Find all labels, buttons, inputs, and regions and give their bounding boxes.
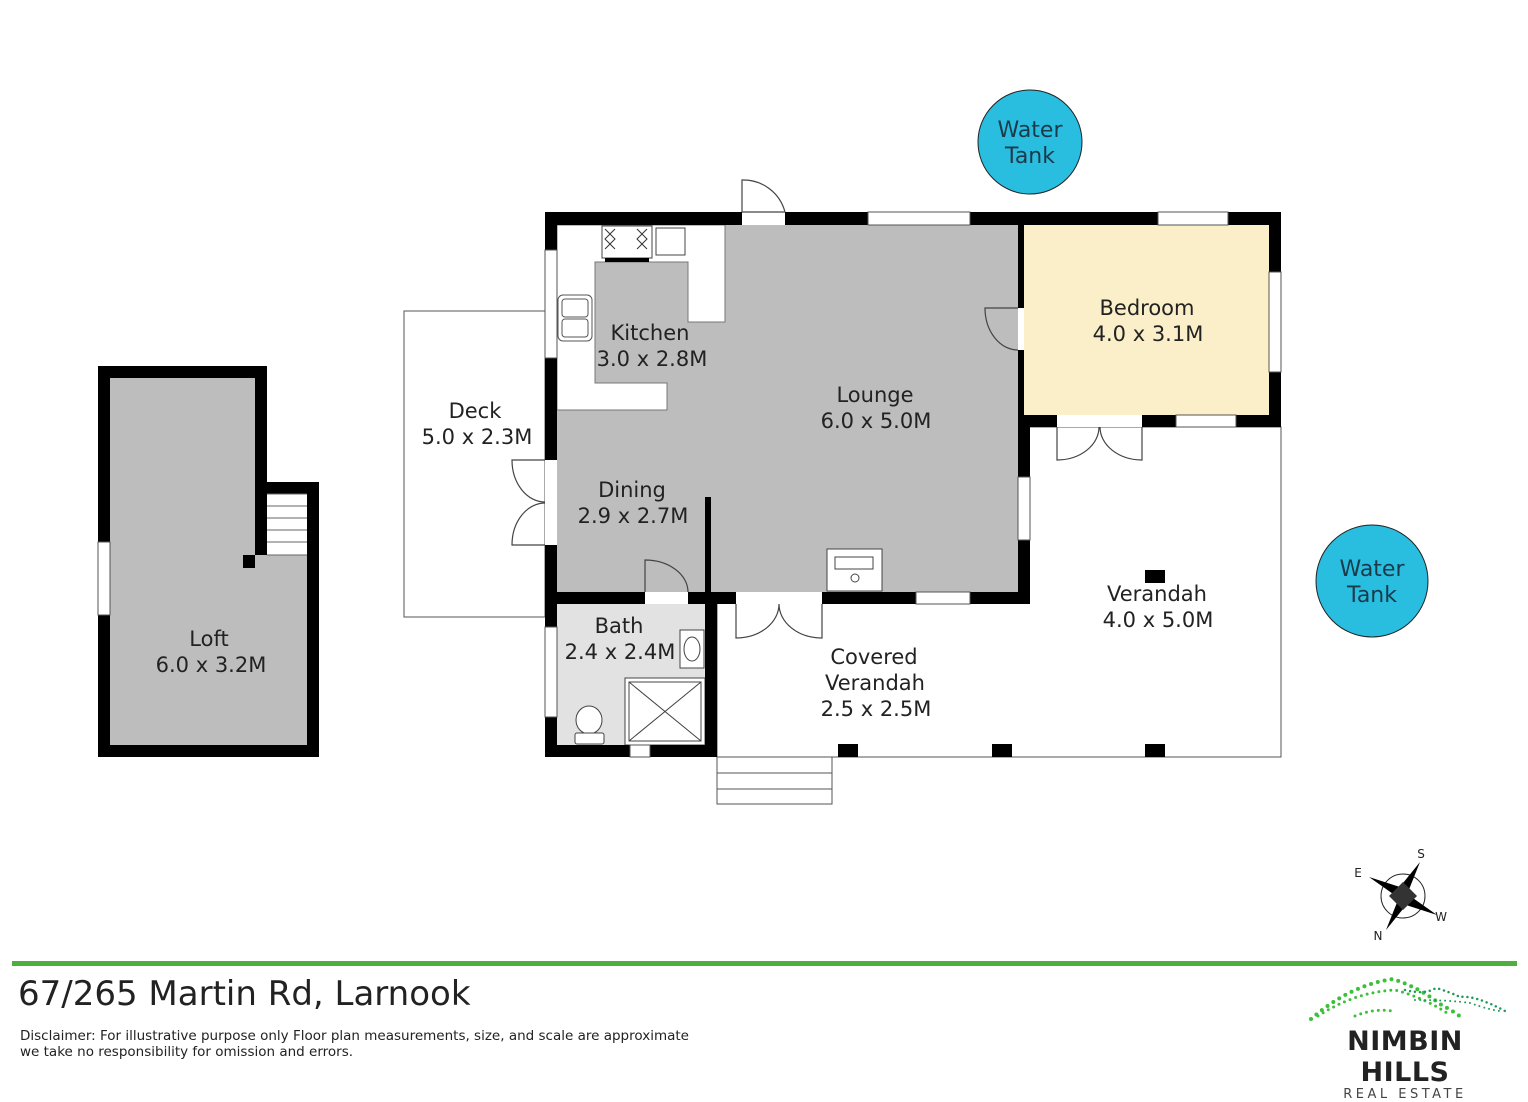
compass-e: E <box>1354 866 1362 880</box>
bedroom-label: Bedroom <box>1100 296 1195 320</box>
water-tank-east: Water Tank <box>1315 524 1429 638</box>
steps <box>716 756 833 805</box>
brand-name: NIMBIN HILLS <box>1347 1026 1463 1088</box>
toilet-icon <box>574 705 605 745</box>
basin-icon <box>679 629 705 669</box>
brand-subtitle: REAL ESTATE <box>1343 1087 1467 1102</box>
tank-label: Tank <box>1004 144 1055 169</box>
disclaimer-line: we take no responsibility for omission a… <box>20 1044 354 1060</box>
loft <box>97 366 319 757</box>
loft-dims: 6.0 x 3.2M <box>156 653 267 677</box>
sink-counter-icon <box>655 227 686 256</box>
covered-verandah-dims: 2.5 x 2.5M <box>821 697 932 721</box>
kitchen-dims: 3.0 x 2.8M <box>597 347 708 371</box>
green-divider <box>12 961 1517 966</box>
deck-label: Deck <box>449 399 503 423</box>
bedroom-dims: 4.0 x 3.1M <box>1093 322 1204 346</box>
tank-label: Water <box>997 118 1063 143</box>
compass-n: N <box>1374 929 1383 943</box>
compass-s: S <box>1417 847 1425 861</box>
bath-dims: 2.4 x 2.4M <box>565 640 676 664</box>
disclaimer-line: Disclaimer: For illustrative purpose onl… <box>20 1028 689 1044</box>
deck-dims: 5.0 x 2.3M <box>422 425 533 449</box>
doors <box>511 179 1143 639</box>
disclaimer: Disclaimer: For illustrative purpose onl… <box>20 1028 689 1060</box>
verandah-label: Verandah <box>1107 582 1207 606</box>
lounge-label: Lounge <box>836 383 913 407</box>
verandah-posts <box>838 570 1165 757</box>
tank-label: Tank <box>1346 583 1397 608</box>
water-tank-north: Water Tank <box>977 89 1083 195</box>
logo-hills-icon <box>1309 976 1507 1021</box>
verandah-dims: 4.0 x 5.0M <box>1103 608 1214 632</box>
compass-w: W <box>1435 910 1447 924</box>
kitchen-label: Kitchen <box>611 321 690 345</box>
bath-label: Bath <box>595 614 644 638</box>
tank-label: Water <box>1339 557 1405 582</box>
bedroom-floor <box>1024 225 1269 415</box>
covered-verandah-label: Covered <box>830 645 917 669</box>
stove-icon <box>601 225 653 262</box>
fireplace-icon <box>826 548 883 592</box>
loft-label: Loft <box>189 627 228 651</box>
lounge-dims: 6.0 x 5.0M <box>821 409 932 433</box>
compass-icon: S E W N <box>1354 847 1447 943</box>
dining-dims: 2.9 x 2.7M <box>578 504 689 528</box>
brand-logo: NIMBIN HILLS REAL ESTATE <box>1298 1026 1512 1102</box>
shower-icon <box>624 677 706 746</box>
windows <box>544 211 1282 758</box>
sink-icon <box>557 294 593 342</box>
deck <box>403 310 546 618</box>
dining-label: Dining <box>598 478 666 502</box>
covered-verandah-label: Verandah <box>825 671 925 695</box>
property-address: 67/265 Martin Rd, Larnook <box>18 974 471 1014</box>
